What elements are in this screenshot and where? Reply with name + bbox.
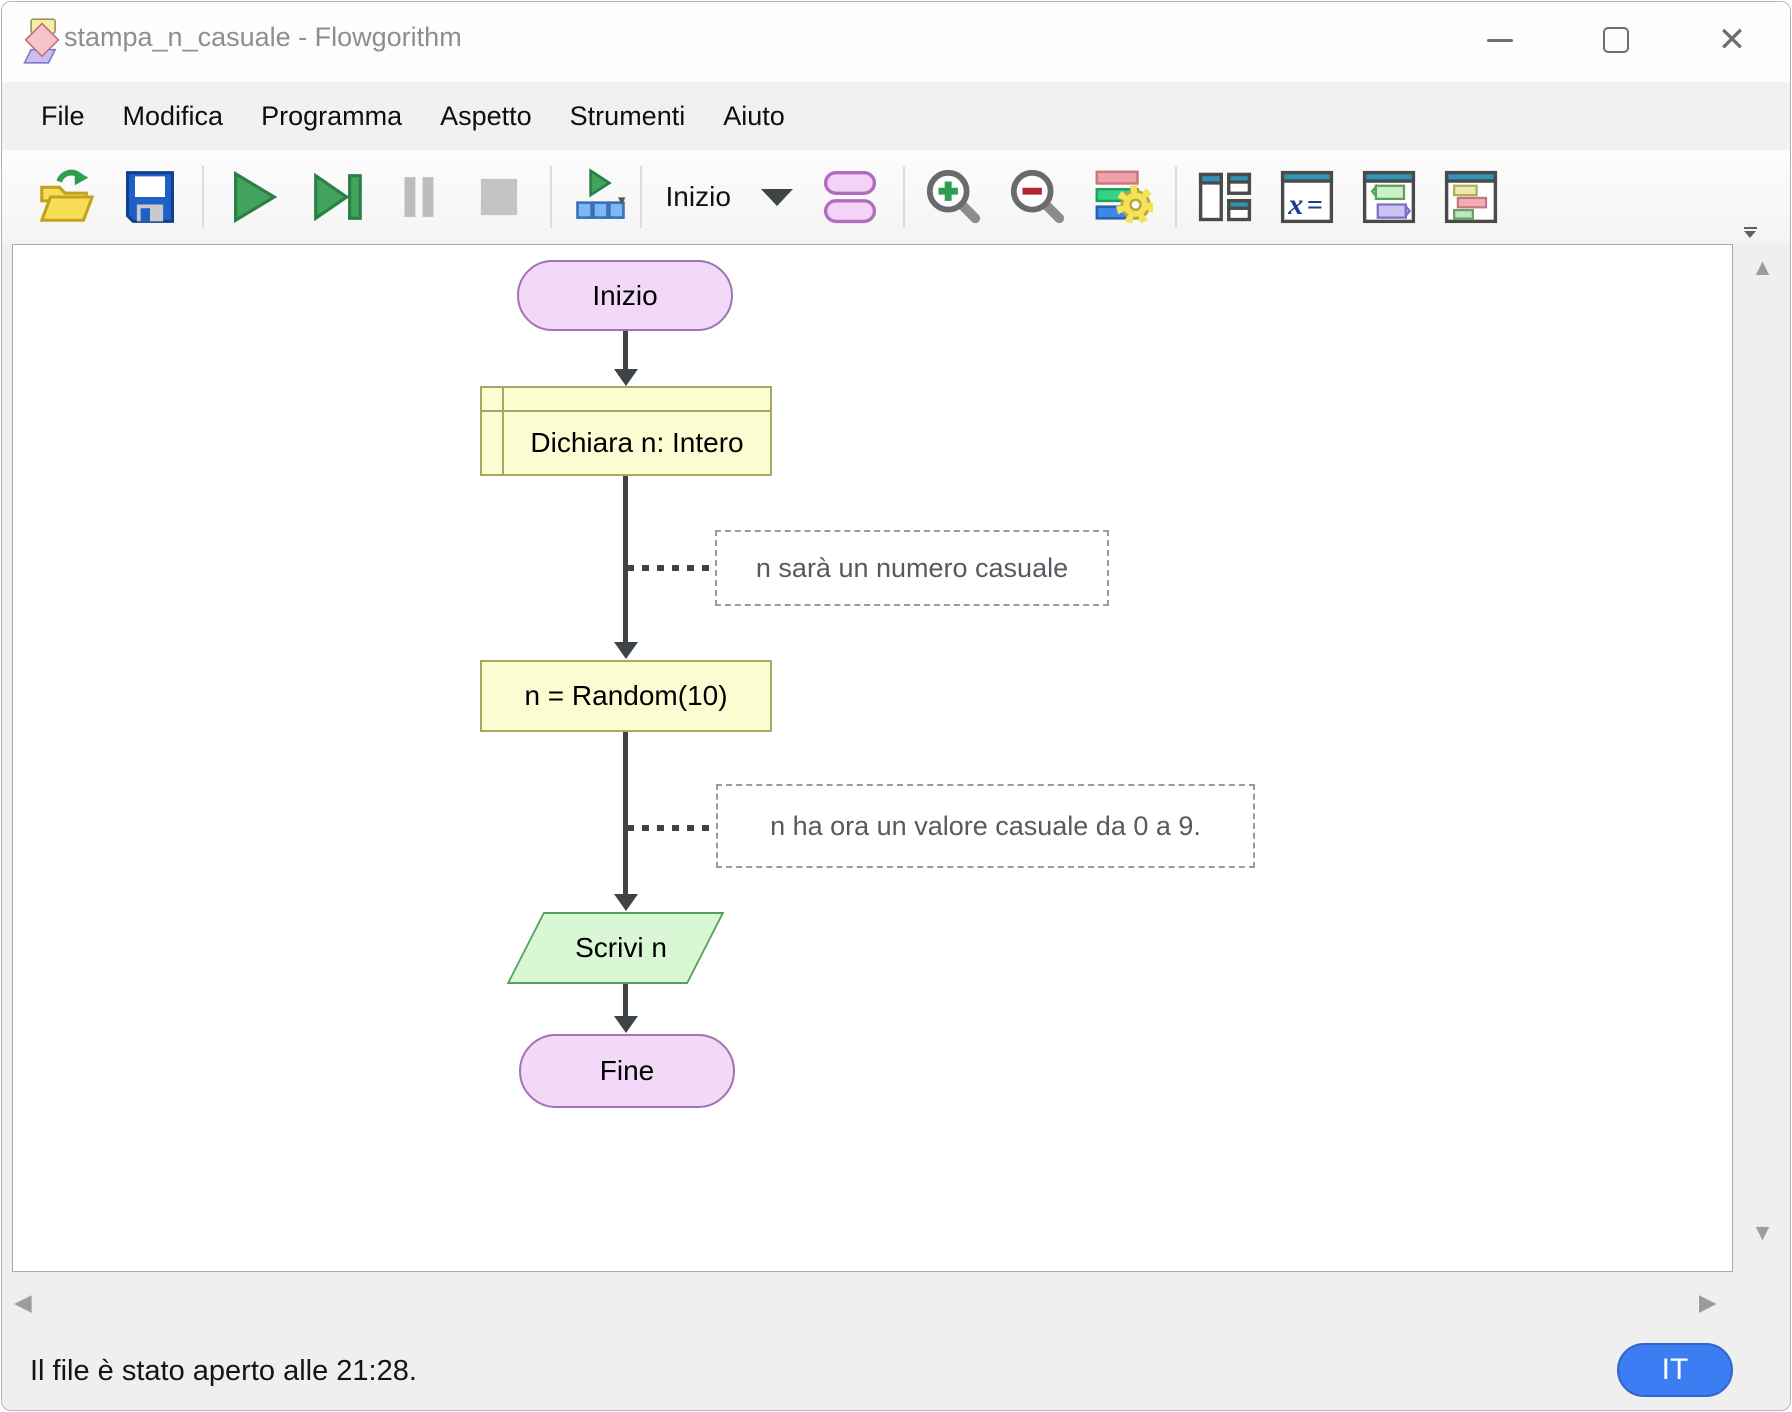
node-label: Inizio [592,279,658,311]
run-to-line-button[interactable]: ▾ [570,167,636,227]
flowchart-node-fine[interactable]: Fine [519,1034,735,1108]
function-selector-label: Inizio [665,181,731,212]
zoom-in-icon [926,169,981,224]
comment-connector [627,565,715,571]
status-message: Il file è stato aperto alle 21:28. [30,1355,417,1387]
comment-text: n ha ora un valore casuale da 0 a 9. [770,810,1201,841]
minimize-button[interactable] [1469,10,1531,70]
zoom-out-icon [1010,169,1065,224]
flowchart-node-declare[interactable]: Dichiara n: Intero [480,386,772,476]
stop-icon [480,178,518,216]
maximize-icon [1603,27,1629,53]
output-style-icon [1444,170,1497,224]
flowgorithm-logo-icon [23,18,60,64]
svg-text:x: x [1287,188,1303,221]
console-window-icon [1362,170,1415,224]
variable-watch-icon: x = [1280,170,1333,224]
flowchart-node-assign[interactable]: n = Random(10) [480,660,772,732]
flowchart-comment-2[interactable]: n ha ora un valore casuale da 0 a 9. [716,784,1255,868]
workspace: Inizio Dichiara n: Intero n sarà un nume… [2,244,1790,1272]
horizontal-scrollbar[interactable]: ◀ ▶ [2,1272,1790,1334]
run-icon [234,171,278,223]
pause-button[interactable] [390,168,448,226]
node-label: n = Random(10) [524,680,728,711]
menu-strumenti[interactable]: Strumenti [569,100,686,131]
chart-style-settings-icon [1095,170,1153,225]
svg-text:=: = [1307,190,1323,221]
menu-file[interactable]: File [41,100,85,131]
statusbar: Il file è stato aperto alle 21:28. IT [2,1333,1790,1410]
function-shapes-button[interactable] [819,167,881,227]
toolbar-separator [1174,166,1177,228]
flowchart-node-inizio[interactable]: Inizio [517,260,733,331]
zoom-out-button[interactable] [1007,166,1069,228]
scroll-left-icon[interactable]: ◀ [14,1289,32,1315]
save-button[interactable] [120,167,180,227]
window-title: stampa_n_casuale - Flowgorithm [64,22,462,52]
scroll-down-icon[interactable]: ▼ [1751,1219,1774,1245]
node-label: Dichiara n: Intero [530,427,744,458]
menu-programma[interactable]: Programma [261,100,403,131]
flow-arrow [623,331,628,371]
step-icon [314,172,362,222]
open-file-button[interactable] [36,166,98,228]
console-window-button[interactable] [1359,167,1419,227]
toolbar-separator [202,166,204,228]
maximize-button[interactable] [1585,10,1647,70]
close-button[interactable]: ✕ [1701,10,1763,70]
run-button[interactable] [222,166,284,228]
flow-arrowhead [614,1016,638,1033]
flowchart-canvas[interactable]: Inizio Dichiara n: Intero n sarà un nume… [12,244,1733,1272]
chevron-down-icon [760,188,793,206]
titlebar: stampa_n_casuale - Flowgorithm ✕ [2,2,1790,82]
open-file-icon [39,169,95,222]
menu-aiuto[interactable]: Aiuto [723,100,785,131]
flowchart-comment-1[interactable]: n sarà un numero casuale [715,530,1109,606]
comment-text: n sarà un numero casuale [755,552,1069,583]
vertical-scrollbar[interactable]: ▲ ▼ [1733,244,1790,1272]
variable-watch-button[interactable]: x = [1277,167,1337,227]
flow-arrowhead [614,369,638,386]
flow-arrowhead [614,894,638,911]
run-to-dropdown-icon[interactable]: ▾ [618,192,626,209]
toolbar-overflow-button[interactable] [1742,227,1758,238]
language-badge-button[interactable]: IT [1617,1343,1733,1397]
zoom-in-button[interactable] [923,166,985,228]
node-label: Scrivi n [575,932,667,963]
toolbar: ▾ Inizio [2,150,1790,244]
pause-icon [404,177,434,217]
minimize-icon [1487,38,1513,42]
flow-arrow [623,732,628,894]
stop-button[interactable] [470,168,528,226]
function-selector[interactable]: Inizio [666,181,793,213]
toolbar-overflow-icon [1743,227,1757,229]
toolbar-separator [902,166,905,228]
close-icon: ✕ [1717,21,1747,59]
toolbar-separator [550,166,552,228]
menubar: File Modifica Programma Aspetto Strument… [2,82,1790,150]
function-shapes-icon [823,170,876,224]
declare-divider [502,388,504,474]
node-label: Fine [599,1055,655,1086]
output-style-button[interactable] [1441,167,1501,227]
flow-arrow [623,984,628,1018]
window-layout-icon [1198,172,1251,222]
language-badge-label: IT [1661,1353,1689,1386]
flow-arrowhead [614,642,638,659]
menu-aspetto[interactable]: Aspetto [440,100,532,131]
flow-arrow [623,476,628,642]
toolbar-separator [639,166,642,228]
scroll-right-icon[interactable]: ▶ [1699,1289,1717,1315]
scroll-up-icon[interactable]: ▲ [1751,254,1774,280]
step-button[interactable] [306,166,368,228]
chart-style-settings-button[interactable] [1091,166,1153,228]
run-to-line-icon [576,168,625,219]
comment-connector [627,825,716,831]
save-icon [126,171,174,223]
menu-modifica[interactable]: Modifica [122,100,224,131]
window-layout-button[interactable] [1195,167,1255,227]
declare-divider [482,410,770,412]
